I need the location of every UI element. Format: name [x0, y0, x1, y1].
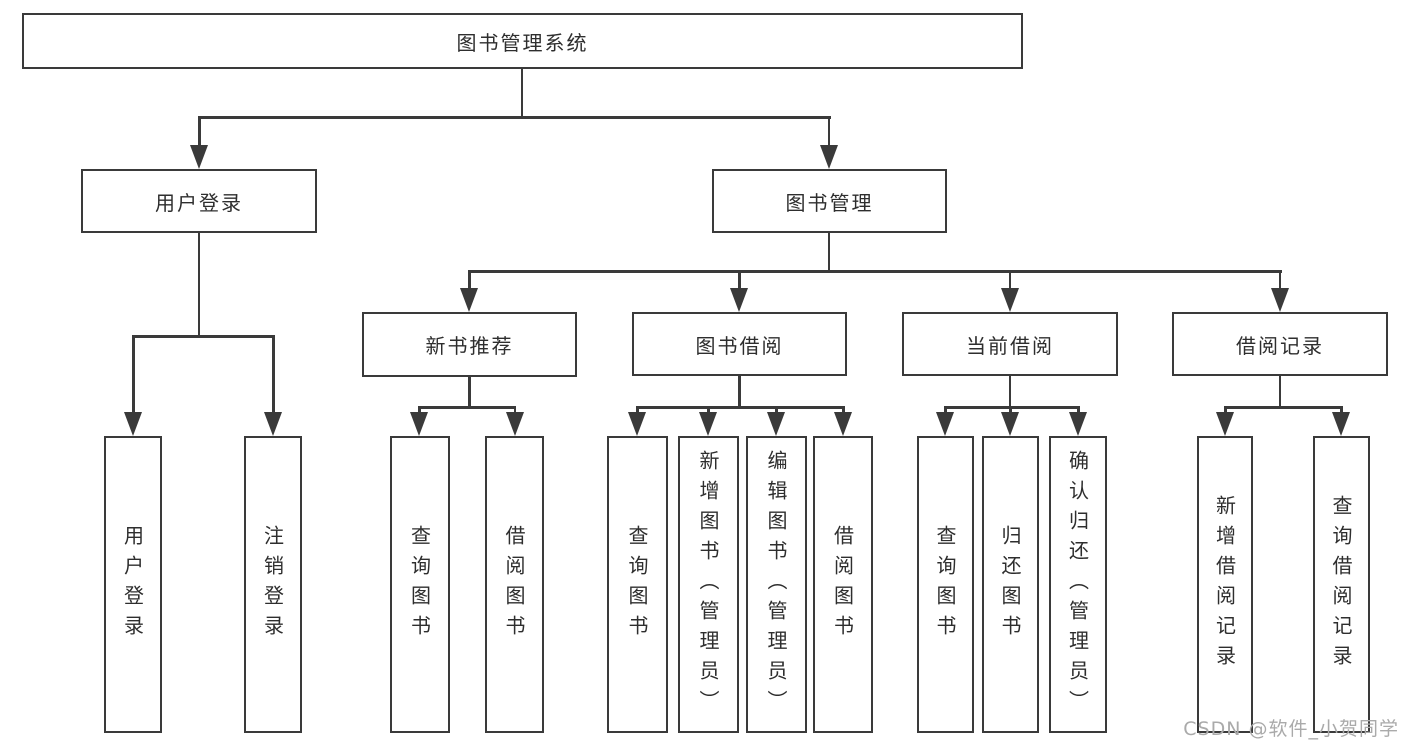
arrow-down-icon — [730, 288, 748, 312]
node-new-book-recommend-label: 新书推荐 — [425, 334, 514, 358]
leaf-bb-borrow-books-label: 借阅图书 — [830, 524, 855, 645]
leaf-nbr-query-books: 查询图书 — [390, 436, 450, 733]
leaf-bb-add-books-admin-label: 新增图书（管理员） — [696, 449, 720, 720]
leaf-user-login: 用户登录 — [104, 436, 162, 733]
node-new-book-recommend: 新书推荐 — [362, 312, 577, 377]
arrow-down-icon — [1271, 288, 1289, 312]
connector-line — [132, 335, 135, 413]
arrow-down-icon — [124, 412, 142, 436]
leaf-cb-return-books-label: 归还图书 — [998, 524, 1022, 645]
connector-line — [468, 270, 1282, 273]
leaf-nbr-query-books-label: 查询图书 — [407, 524, 432, 645]
connector-line — [1224, 406, 1343, 409]
arrow-down-icon — [1069, 412, 1087, 436]
arrow-down-icon — [936, 412, 954, 436]
connector-line — [944, 406, 947, 414]
leaf-br-query-record: 查询借阅记录 — [1313, 436, 1370, 733]
connector-line — [1278, 374, 1281, 408]
connector-line — [272, 335, 275, 413]
connector-line — [738, 374, 741, 408]
node-root-label: 图书管理系统 — [456, 30, 589, 55]
leaf-bb-query-books: 查询图书 — [607, 436, 668, 733]
node-borrow-records-label: 借阅记录 — [1236, 333, 1324, 358]
arrow-down-icon — [460, 288, 478, 312]
leaf-cb-return-books: 归还图书 — [982, 436, 1039, 733]
arrow-down-icon — [699, 412, 717, 436]
connector-line — [418, 406, 516, 409]
leaf-cb-confirm-return-admin: 确认归还（管理员） — [1049, 436, 1107, 733]
leaf-bb-edit-books-admin: 编辑图书（管理员） — [746, 436, 807, 733]
leaf-bb-borrow-books: 借阅图书 — [813, 436, 873, 733]
arrow-down-icon — [820, 145, 838, 169]
leaf-bb-add-books-admin: 新增图书（管理员） — [678, 436, 739, 733]
connector-line — [1009, 406, 1012, 414]
leaf-cb-query-books-label: 查询图书 — [933, 524, 957, 645]
leaf-br-add-record-label: 新增借阅记录 — [1212, 494, 1237, 675]
node-current-borrow-label: 当前借阅 — [966, 333, 1054, 358]
connector-line — [197, 231, 200, 337]
node-book-management: 图书管理 — [712, 169, 947, 233]
connector-line — [707, 406, 710, 414]
leaf-br-add-record: 新增借阅记录 — [1197, 436, 1253, 733]
connector-line — [827, 231, 830, 272]
arrow-down-icon — [628, 412, 646, 436]
leaf-user-login-label: 用户登录 — [120, 524, 145, 645]
connector-line — [842, 406, 845, 414]
arrow-down-icon — [1001, 288, 1019, 312]
leaf-logout-label: 注销登录 — [260, 524, 285, 645]
connector-line — [198, 116, 831, 119]
connector-line — [520, 68, 523, 118]
node-book-management-label: 图书管理 — [785, 190, 874, 215]
node-root: 图书管理系统 — [22, 13, 1023, 69]
connector-line — [827, 116, 830, 146]
connector-line — [198, 116, 201, 146]
connector-line — [1340, 406, 1343, 414]
connector-line — [1278, 270, 1281, 290]
leaf-bb-edit-books-admin-label: 编辑图书（管理员） — [764, 449, 788, 720]
connector-line — [1077, 406, 1080, 414]
connector-line — [775, 406, 778, 414]
node-user-login: 用户登录 — [81, 169, 317, 233]
arrow-down-icon — [1216, 412, 1234, 436]
leaf-cb-confirm-return-admin-label: 确认归还（管理员） — [1065, 449, 1090, 720]
arrow-down-icon — [506, 412, 524, 436]
leaf-nbr-borrow-books: 借阅图书 — [485, 436, 544, 733]
node-book-borrow: 图书借阅 — [632, 312, 847, 376]
connector-line — [418, 406, 421, 414]
arrow-down-icon — [1001, 412, 1019, 436]
arrow-down-icon — [264, 412, 282, 436]
arrow-down-icon — [767, 412, 785, 436]
arrow-down-icon — [1332, 412, 1350, 436]
connector-line — [1008, 270, 1011, 290]
watermark: CSDN @软件_小贺同学 — [1183, 718, 1399, 740]
connector-line — [468, 375, 471, 408]
leaf-logout: 注销登录 — [244, 436, 302, 733]
leaf-nbr-borrow-books-label: 借阅图书 — [502, 524, 526, 645]
node-current-borrow: 当前借阅 — [902, 312, 1118, 376]
connector-line — [468, 270, 471, 290]
connector-line — [132, 335, 275, 338]
leaf-bb-query-books-label: 查询图书 — [625, 524, 649, 645]
connector-line — [944, 406, 1080, 409]
leaf-br-query-record-label: 查询借阅记录 — [1329, 494, 1353, 675]
connector-line — [1224, 406, 1227, 414]
connector-line — [738, 270, 741, 290]
arrow-down-icon — [834, 412, 852, 436]
leaf-cb-query-books: 查询图书 — [917, 436, 974, 733]
connector-line — [513, 406, 516, 414]
connector-line — [636, 406, 845, 409]
connector-line — [1008, 374, 1011, 408]
node-book-borrow-label: 图书借阅 — [695, 333, 784, 358]
connector-line — [636, 406, 639, 414]
node-user-login-label: 用户登录 — [155, 190, 243, 215]
arrow-down-icon — [410, 412, 428, 436]
arrow-down-icon — [190, 145, 208, 169]
node-borrow-records: 借阅记录 — [1172, 312, 1388, 376]
